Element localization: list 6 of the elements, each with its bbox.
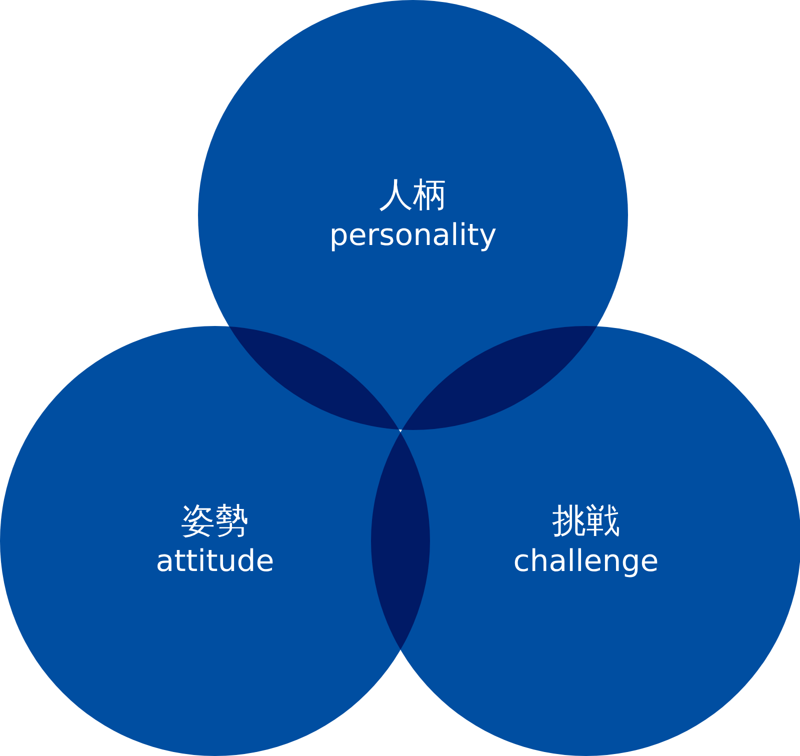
- circle-subheading: challenge: [513, 542, 659, 581]
- circle-subheading: attitude: [156, 542, 274, 581]
- circle-heading: 姿勢: [181, 501, 249, 542]
- circle-heading: 人柄: [379, 175, 447, 216]
- circle-subheading: personality: [329, 216, 497, 255]
- circle-heading: 挑戦: [552, 501, 620, 542]
